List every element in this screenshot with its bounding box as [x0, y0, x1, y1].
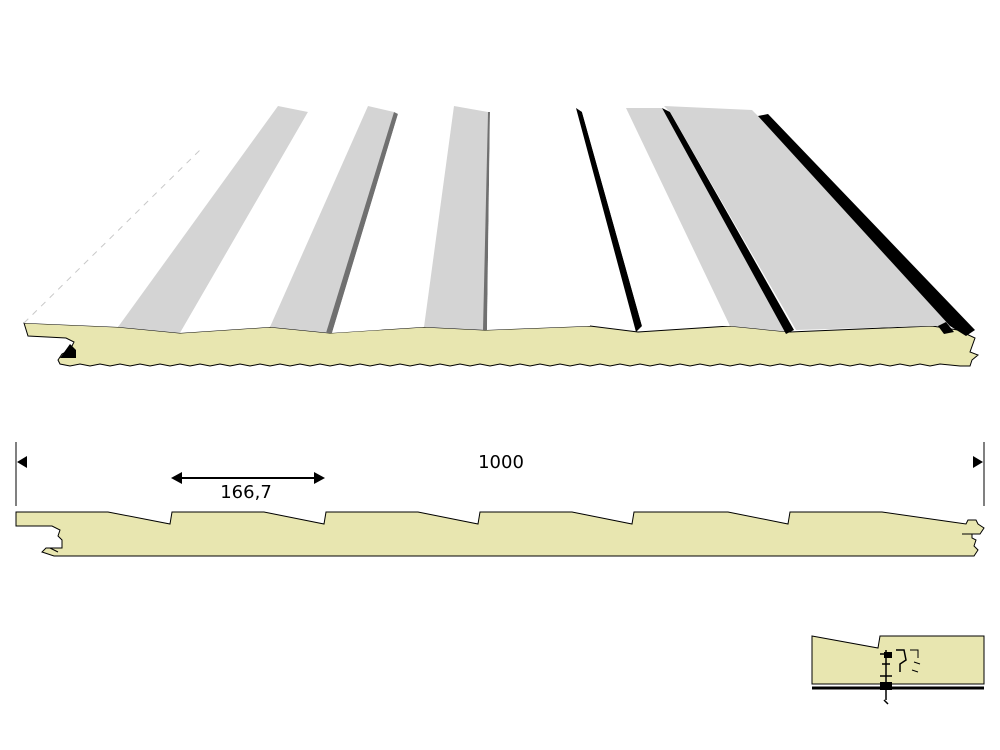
rib-shadow-2 [326, 112, 398, 333]
facing-grey-5 [626, 108, 790, 332]
rib-spacing-arrow-left [171, 472, 182, 484]
overall-arrow-left [17, 456, 27, 468]
facing-grey-2 [270, 106, 394, 333]
overall-arrow-right [973, 456, 983, 468]
rib-shadow-3 [483, 112, 490, 330]
facing-grey-6 [664, 106, 950, 330]
facing-strip-4 [487, 108, 590, 330]
joint-detail [811, 635, 985, 705]
overall-width-label: 1000 [478, 452, 524, 473]
panel-perspective-view [23, 106, 979, 367]
panel-cross-section: 1000 166,7 [15, 442, 985, 557]
facing-grey-1 [118, 106, 308, 333]
edge-small-black [938, 322, 954, 334]
rib-black-edge [758, 114, 975, 336]
rib-spacing-arrow-right [314, 472, 325, 484]
perspective-core-edge [23, 322, 979, 367]
section-profile [15, 511, 985, 557]
facing-strip-5 [582, 108, 730, 326]
rib-spacing-label: 166,7 [220, 482, 272, 503]
joint-clip [880, 652, 892, 690]
rib-black-5 [662, 108, 794, 334]
facing-strip-1 [24, 106, 278, 327]
section-tongue-detail [49, 533, 972, 553]
facing-strip-1-dash [23, 149, 201, 324]
perspective-tongue-notch [60, 344, 76, 358]
joint-hook [910, 649, 921, 673]
rib-black-4 [576, 108, 642, 332]
facing-grey-3 [424, 106, 488, 330]
facing-strip-2 [180, 106, 368, 333]
facing-strip-3 [332, 106, 454, 333]
joint-core [811, 635, 985, 685]
